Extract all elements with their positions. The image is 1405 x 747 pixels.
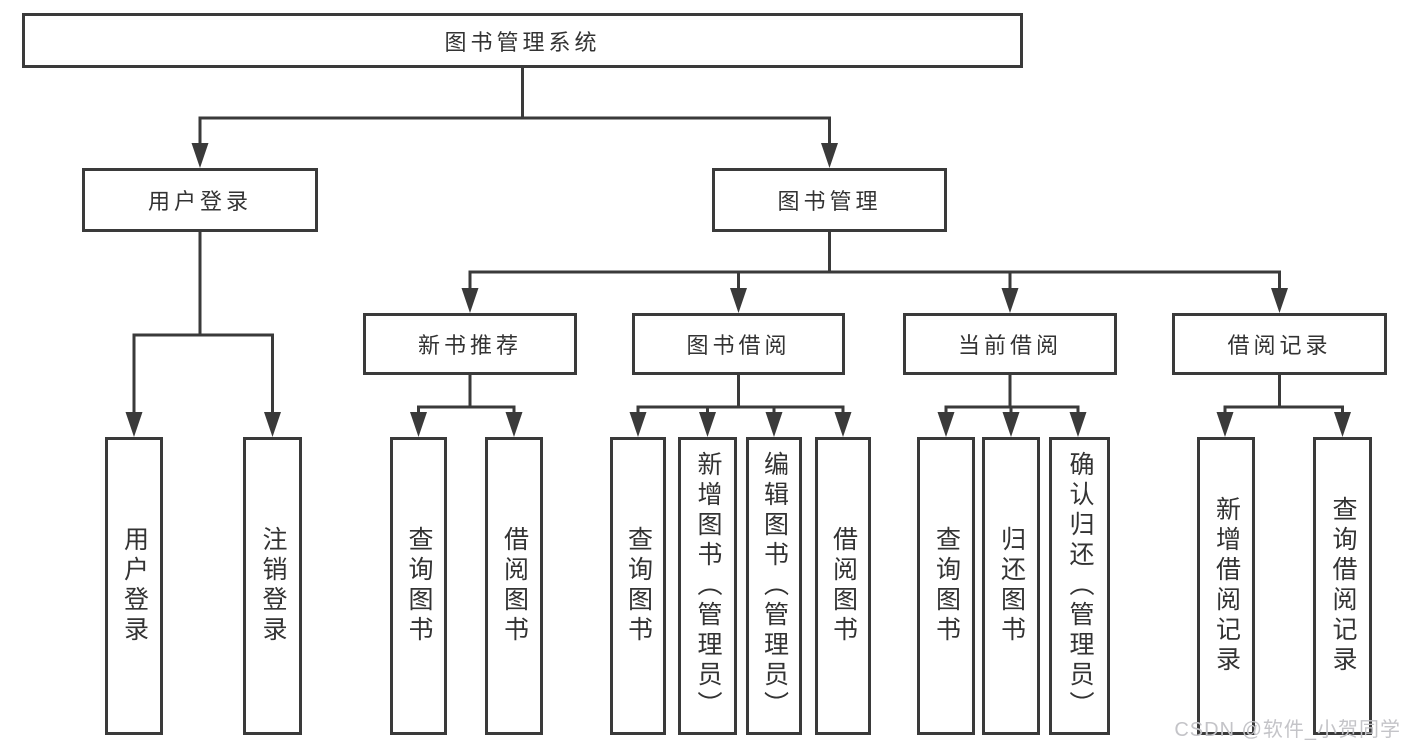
leaf-user-login: 用户登录 — [105, 437, 163, 735]
leaf-logout: 注销登录 — [243, 437, 302, 735]
leaf-query-books-recommend: 查询图书 — [390, 437, 447, 735]
leaf-add-books-admin: 新增图书（管理员） — [678, 437, 737, 735]
leaf-add-borrow-record: 新增借阅记录 — [1197, 437, 1255, 735]
leaf-return-books: 归还图书 — [982, 437, 1040, 735]
node-borrowing-records: 借阅记录 — [1172, 313, 1387, 375]
leaf-query-books-current: 查询图书 — [917, 437, 975, 735]
leaf-query-borrow-record: 查询借阅记录 — [1313, 437, 1372, 735]
leaf-borrow-books-recommend: 借阅图书 — [485, 437, 543, 735]
node-book-borrowing: 图书借阅 — [632, 313, 845, 375]
node-book-management: 图书管理 — [712, 168, 947, 232]
csdn-watermark: CSDN @软件_小贺同学 — [1174, 719, 1401, 741]
leaf-edit-books-admin: 编辑图书（管理员） — [746, 437, 802, 735]
node-current-borrowing: 当前借阅 — [903, 313, 1117, 375]
leaf-confirm-return-admin: 确认归还（管理员） — [1049, 437, 1110, 735]
node-user-login: 用户登录 — [82, 168, 318, 232]
leaf-query-books-borrowing: 查询图书 — [610, 437, 666, 735]
node-new-book-recommendation: 新书推荐 — [363, 313, 577, 375]
leaf-borrow-books-borrowing: 借阅图书 — [815, 437, 871, 735]
node-library-management-system: 图书管理系统 — [22, 13, 1023, 68]
